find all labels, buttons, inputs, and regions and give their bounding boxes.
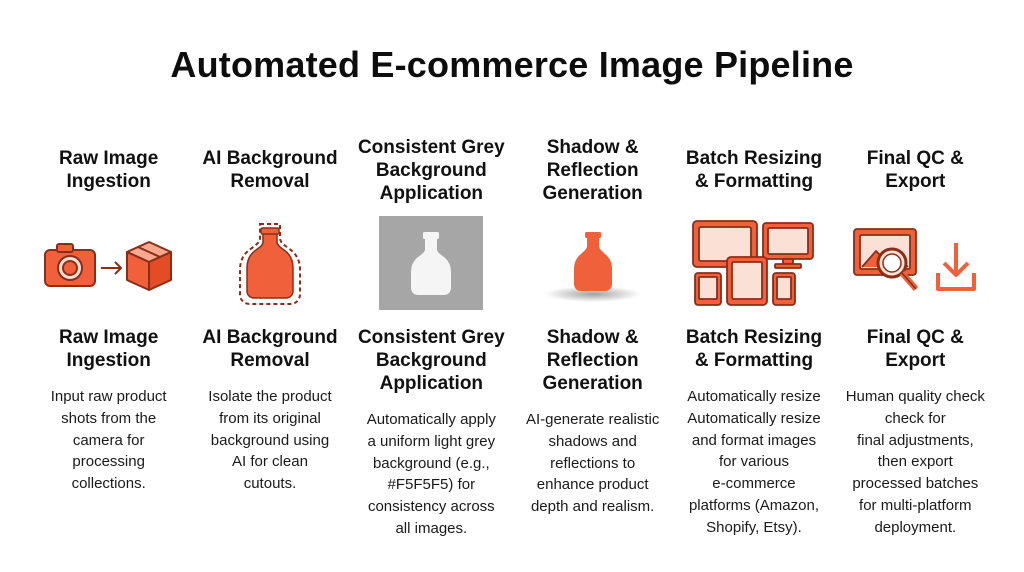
multi-device-icon [673,216,834,310]
step-final-qc-export: Final QC &Export Final QC &Expor [835,130,996,560]
step-heading: Batch Resizing& Formatting [685,148,823,192]
step-description: Input raw product shots from the camera … [50,388,167,493]
step-batch-resizing: Batch Resizing& Formatting [673,130,834,560]
step-description: Automatically apply a uniform light grey… [366,411,496,537]
step-description: AI-generate realistic shadows and reflec… [525,411,660,516]
bottle-cutout-icon [189,216,350,310]
grey-background-bottle-icon [351,216,512,310]
step-subheading: Final QC &Export [866,327,964,371]
camera-to-box-icon [28,216,189,310]
page-title: Automated E-commerce Image Pipeline [170,44,854,85]
step-description: Isolate the product from its original ba… [208,388,332,493]
step-subheading: Batch Resizing& Formatting [685,327,823,371]
step-heading: Final QC &Export [866,148,964,192]
step-description: Automatically resize Automatically resiz… [687,388,821,536]
bottle-shadow-icon [512,216,673,310]
inspect-export-icon [835,216,996,310]
step-description: Human quality check check for final adju… [845,388,985,536]
